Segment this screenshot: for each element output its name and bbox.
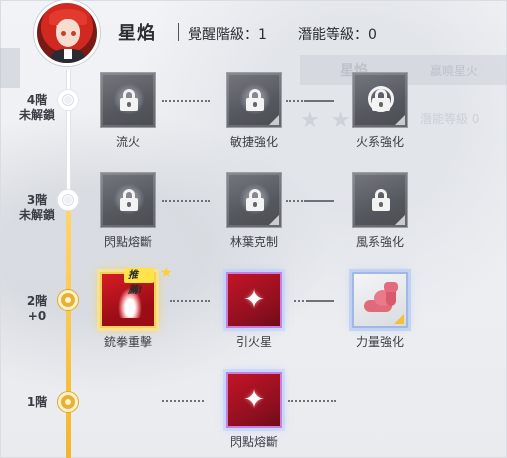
avatar-eye [61,31,66,36]
avatar-collar [64,49,72,59]
skill-label: 敏捷強化 [229,135,278,149]
tier-node-4 [58,90,78,110]
lock-icon [120,189,138,211]
skill-label: 銃拳重擊 [103,335,152,349]
tier-status: +0 [27,309,47,323]
lock-icon [372,89,390,111]
skill-tile-forest-counter[interactable] [226,172,282,228]
corner-marker-icon [394,314,404,324]
tier-label-2: 2階 +0 [12,294,62,324]
skill-label: 閃點熔斷 [229,435,278,449]
sparkle-icon: ✦ [243,385,265,415]
potential-level: 潛能等級：0 [298,24,377,44]
tier-status: 未解鎖 [18,208,55,222]
skill-label: 力量強化 [355,335,404,349]
tier-name: 1階 [26,395,48,409]
connector-dotted [294,300,308,302]
connector-dotted [286,200,306,202]
background-ghost-left [0,48,20,88]
tier-track-unlocked [66,205,71,458]
tier-label-1: 1階 [12,395,62,410]
corner-marker-icon [269,115,279,125]
corner-marker-icon [395,115,405,125]
potential-value: 0 [368,27,377,43]
flame-icon [116,284,144,318]
tier-node-1 [58,392,78,412]
connector-dotted [162,100,210,102]
connector-solid [304,200,334,202]
connector-dotted [162,400,204,402]
skill-label: 引火星 [235,335,272,349]
awaken-label: 覺醒階級： [188,27,258,43]
potential-label: 潛能等級： [298,27,368,43]
header-separator [178,23,179,41]
lock-icon [120,89,138,111]
skill-label: 火系強化 [355,135,404,149]
connector-dotted [162,200,210,202]
skill-tile-wind-boost[interactable] [352,172,408,228]
connector-dotted [286,100,306,102]
character-avatar[interactable] [34,0,100,66]
lock-icon [246,89,264,111]
tier-node-3 [58,190,78,210]
skill-tile-strength-boost[interactable] [352,272,408,328]
tier-name: 2階 [26,294,48,308]
star-icon: ★ [160,265,173,281]
avatar-face [56,19,80,47]
flexed-arm-icon [362,282,402,322]
awaken-level: 覺醒階級：1 [188,24,267,44]
tier-label-4: 4階 未解鎖 [12,93,62,123]
skill-label: 林葉克制 [229,235,278,249]
skill-tile-fire-boost[interactable] [352,72,408,128]
tier-name: 3階 [26,193,48,207]
skill-label: 閃點熔斷 [103,235,152,249]
character-name: 星焰 [118,23,156,44]
skill-tile-agility-boost[interactable] [226,72,282,128]
skill-tile-flash-point[interactable] [100,172,156,228]
lock-icon [246,189,264,211]
tier-label-3: 3階 未解鎖 [12,193,62,223]
skill-tile-gun-fist-strike[interactable]: 推薦! ★ [100,265,173,328]
sparkle-icon: ✦ [243,285,265,315]
avatar-hair [49,9,87,25]
tier-status: 未解鎖 [18,108,55,122]
corner-marker-icon [395,215,405,225]
avatar-eye [71,31,76,36]
skill-tile-liuhuo[interactable] [100,72,156,128]
connector-solid [304,100,334,102]
connector-dotted [288,400,336,402]
corner-marker-icon [269,215,279,225]
tier-node-2 [58,290,78,310]
lock-icon [372,189,390,211]
background-ghost-tab-right: 赢曉星火 [430,64,479,78]
awaken-value: 1 [258,27,267,43]
skill-tile-ignite-star[interactable]: ✦ [226,272,282,328]
tier-name: 4階 [26,93,48,107]
background-ghost-level: 潛能等級 0 [420,112,480,126]
skill-tile-flash-point-t1[interactable]: ✦ [226,372,282,428]
connector-solid [306,300,334,302]
recommended-badge: 推薦! [124,268,154,296]
skill-label: 風系強化 [355,235,404,249]
connector-dotted [170,300,210,302]
tier-track-locked [66,70,71,208]
skill-label: 流火 [115,135,140,149]
